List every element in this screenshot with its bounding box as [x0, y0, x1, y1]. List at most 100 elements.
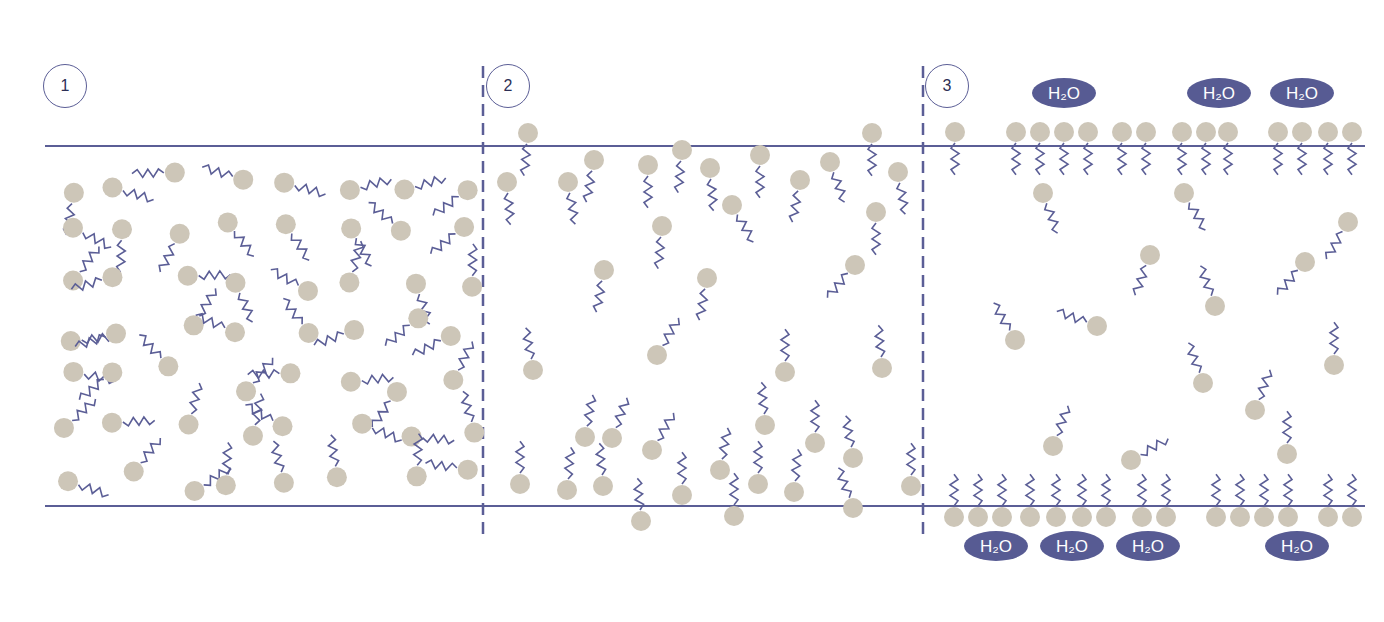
hydrophilic-head	[845, 255, 865, 275]
hydrophobic-tail	[838, 468, 851, 498]
hydrophobic-tail	[139, 335, 161, 358]
callout-number: 3	[943, 78, 952, 94]
hydrophilic-head	[1005, 330, 1025, 350]
hydrophobic-tail	[584, 171, 595, 202]
hydrophilic-head	[216, 475, 236, 495]
hydrophilic-head	[387, 382, 407, 402]
hydrophilic-head	[462, 277, 482, 297]
hydrophilic-head	[748, 474, 768, 494]
hydrophilic-head	[106, 324, 126, 344]
hydrophobic-tail	[1200, 266, 1213, 296]
hydrophilic-head	[944, 507, 964, 527]
hydrophobic-tail	[190, 383, 202, 414]
hydrophobic-tail	[567, 193, 578, 224]
hydrophilic-head	[298, 281, 318, 301]
hydrophilic-head	[790, 170, 810, 190]
hydrophilic-head	[402, 427, 422, 447]
hydrophobic-tail	[697, 289, 708, 320]
hydrophobic-tail	[875, 325, 884, 357]
hydrophilic-head	[1318, 507, 1338, 527]
molecule-group	[54, 122, 1362, 531]
hydrophobic-tail	[71, 278, 102, 290]
hydrophilic-head	[1033, 183, 1053, 203]
hydrophilic-head	[185, 481, 205, 501]
hydrophilic-head	[523, 360, 543, 380]
hydrophobic-tail	[1326, 232, 1343, 260]
hydrophilic-head	[1295, 252, 1315, 272]
hydrophilic-head	[352, 414, 372, 434]
hydrophobic-tail	[521, 144, 530, 176]
hydrophobic-tail	[1138, 474, 1146, 506]
step-number: 1	[43, 64, 87, 108]
hydrophilic-head	[391, 221, 411, 241]
hydrophobic-tail	[790, 191, 801, 222]
hydrophobic-tail	[361, 178, 392, 190]
hydrophilic-head	[63, 362, 83, 382]
hydrophilic-head	[276, 214, 296, 234]
hydrophobic-tail	[199, 288, 216, 316]
hydrophilic-head	[558, 172, 578, 192]
hydrophobic-tail	[1330, 322, 1338, 354]
hydrophobic-tail	[678, 452, 686, 484]
hydrophilic-head	[406, 274, 426, 294]
hydrophilic-head	[464, 423, 484, 443]
hydrophilic-head	[1206, 507, 1226, 527]
hydrophilic-head	[584, 150, 604, 170]
hydrophobic-tail	[655, 237, 664, 269]
hydrophilic-head	[454, 217, 474, 237]
hydrophobic-tail	[433, 197, 459, 216]
hydrophobic-tail	[75, 335, 105, 347]
hydrophilic-head	[1112, 122, 1132, 142]
hydrophilic-head	[1046, 507, 1066, 527]
hydrophilic-head	[102, 413, 122, 433]
water-label: H₂O	[1048, 85, 1080, 102]
hydrophobic-tail	[458, 342, 473, 371]
hydrophobic-tail	[1236, 474, 1244, 506]
hydrophobic-tail	[756, 166, 764, 198]
hydrophilic-head	[992, 507, 1012, 527]
hydrophobic-tail	[431, 234, 456, 254]
hydrophilic-head	[408, 308, 428, 328]
hydrophilic-head	[299, 323, 319, 343]
hydrophobic-tail	[123, 417, 155, 426]
water-label: H₂O	[980, 538, 1012, 555]
hydrophobic-tail	[362, 374, 394, 384]
hydrophilic-head	[1096, 507, 1116, 527]
hydrophilic-head	[775, 362, 795, 382]
water-label: H₂O	[1132, 538, 1164, 555]
hydrophilic-head	[112, 219, 132, 239]
hydrophilic-head	[750, 145, 770, 165]
hydrophilic-head	[518, 123, 538, 143]
hydrophobic-tail	[283, 299, 302, 325]
hydrophilic-head	[724, 506, 744, 526]
hydrophilic-head	[341, 218, 361, 238]
hydrophobic-tail	[1162, 474, 1170, 506]
hydrophilic-head	[1136, 122, 1156, 142]
hydrophilic-head	[1172, 122, 1192, 142]
hydrophilic-head	[63, 218, 83, 238]
hydrophilic-head	[968, 507, 988, 527]
water-label: H₂O	[1286, 85, 1318, 102]
hydrophilic-head	[1174, 183, 1194, 203]
hydrophobic-tail	[372, 428, 401, 442]
hydrophilic-head	[1324, 355, 1344, 375]
hydrophilic-head	[1156, 507, 1176, 527]
water-label: H₂O	[1056, 538, 1088, 555]
hydrophobic-tail	[1188, 343, 1201, 373]
hydrophilic-head	[1043, 436, 1063, 456]
hydrophobic-tail	[1348, 474, 1356, 506]
hydrophilic-head	[647, 345, 667, 365]
hydrophilic-head	[341, 372, 361, 392]
hydrophilic-head	[805, 433, 825, 453]
hydrophilic-head	[1342, 507, 1362, 527]
hydrophobic-tail	[245, 404, 273, 421]
hydrophobic-tail	[271, 269, 299, 286]
hydrophobic-tail	[426, 460, 457, 470]
hydrophobic-tail	[872, 223, 880, 255]
hydrophilic-head	[225, 273, 245, 293]
hydrophobic-tail	[423, 435, 455, 444]
hydrophilic-head	[443, 370, 463, 390]
hydrophilic-head	[593, 476, 613, 496]
callout-number: 2	[504, 78, 513, 94]
